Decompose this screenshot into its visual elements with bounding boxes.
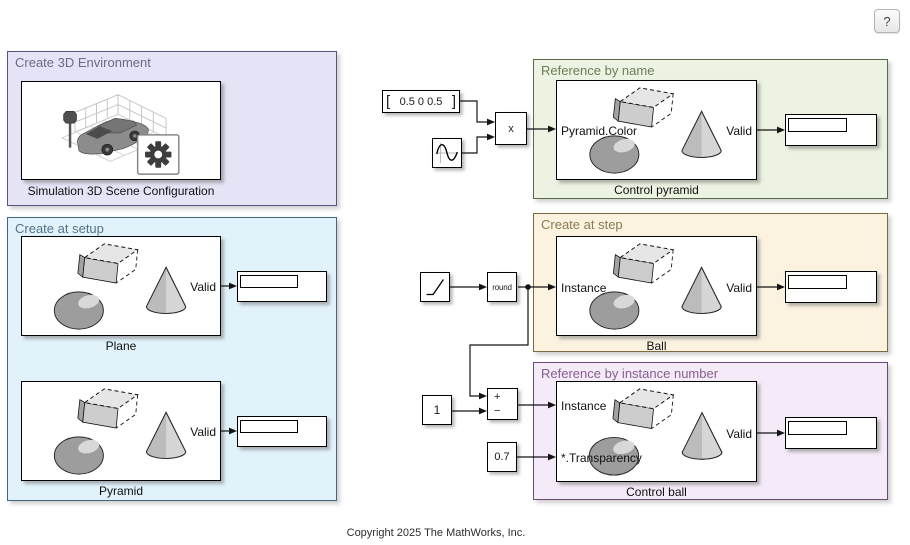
product-operator: x: [508, 122, 514, 135]
sine-wave-icon: [435, 142, 459, 164]
port-instance: Instance: [561, 281, 607, 295]
ramp-icon: [426, 279, 444, 296]
block-sum[interactable]: + −: [487, 388, 518, 420]
display-control-ball-valid[interactable]: [785, 417, 877, 449]
block-round[interactable]: round: [487, 272, 517, 302]
bracket-right: ]: [451, 93, 456, 110]
block-label-scene-configuration: Simulation 3D Scene Configuration: [27, 184, 215, 198]
block-product[interactable]: x: [495, 112, 527, 145]
area-title: Create at setup: [15, 221, 104, 236]
display-value-field: [240, 275, 298, 288]
block-label-plane: Plane: [105, 339, 137, 353]
block-ball[interactable]: Instance Valid: [556, 236, 757, 336]
signal-wire: [469, 287, 529, 397]
scene-3d-preview: [61, 93, 180, 175]
area-title: Create 3D Environment: [15, 55, 151, 70]
car-icon: [77, 117, 149, 156]
stop-sign-icon: [63, 111, 77, 148]
signal-wire: [462, 136, 487, 154]
block-label-control-ball: Control ball: [626, 485, 687, 499]
constant-value: 0.7: [494, 451, 510, 463]
copyright-text: Copyright 2025 The MathWorks, Inc.: [346, 527, 526, 539]
display-value-field: [240, 420, 298, 433]
branch-point: [525, 284, 531, 290]
settings-panel: [136, 134, 180, 175]
block-transparency-constant[interactable]: 0.7: [487, 442, 517, 472]
port-valid: Valid: [726, 427, 752, 441]
block-pyramid[interactable]: Valid: [21, 381, 221, 481]
sum-minus-sign: −: [494, 405, 501, 417]
block-plane[interactable]: Valid: [21, 236, 221, 336]
block-label-control-pyramid: Control pyramid: [614, 183, 699, 197]
sum-plus-sign: +: [494, 391, 501, 403]
display-value-field: [788, 275, 847, 289]
block-label-pyramid: Pyramid: [98, 484, 143, 498]
port-valid: Valid: [726, 281, 752, 295]
round-function-label: round: [492, 282, 512, 292]
port-valid: Valid: [190, 280, 216, 294]
port-valid: Valid: [190, 425, 216, 439]
port-pyramid-color: Pyramid.Color: [561, 124, 638, 138]
gear-icon: [145, 141, 172, 168]
block-control-pyramid[interactable]: Pyramid.Color Valid: [556, 80, 757, 180]
block-scene-configuration[interactable]: [21, 81, 221, 180]
display-ball-valid[interactable]: [785, 271, 877, 303]
area-title: Reference by name: [541, 63, 655, 78]
block-color-constant[interactable]: [ 0.5 0 0.5 ]: [382, 90, 460, 113]
block-sine-wave[interactable]: [432, 138, 462, 168]
block-control-ball[interactable]: Instance *.Transparency Valid: [556, 381, 757, 482]
area-title: Create at step: [541, 217, 623, 232]
block-label-ball: Ball: [646, 339, 667, 353]
signal-wire: [460, 100, 487, 123]
area-title: Reference by instance number: [541, 366, 719, 381]
block-ramp[interactable]: [420, 272, 450, 302]
constant-value: 1: [433, 403, 441, 417]
display-value-field: [788, 421, 847, 435]
constant-value: 0.5 0 0.5: [399, 95, 443, 108]
port-transparency: *.Transparency: [561, 451, 642, 465]
bracket-left: [: [386, 93, 391, 110]
display-plane-valid[interactable]: [237, 271, 327, 302]
display-control-pyramid-valid[interactable]: [785, 114, 877, 146]
help-button[interactable]: ?: [874, 9, 900, 33]
display-value-field: [788, 118, 847, 132]
port-instance: Instance: [561, 399, 607, 413]
port-valid: Valid: [726, 124, 752, 138]
display-pyramid-valid[interactable]: [237, 416, 327, 447]
block-one-constant[interactable]: 1: [422, 395, 452, 425]
